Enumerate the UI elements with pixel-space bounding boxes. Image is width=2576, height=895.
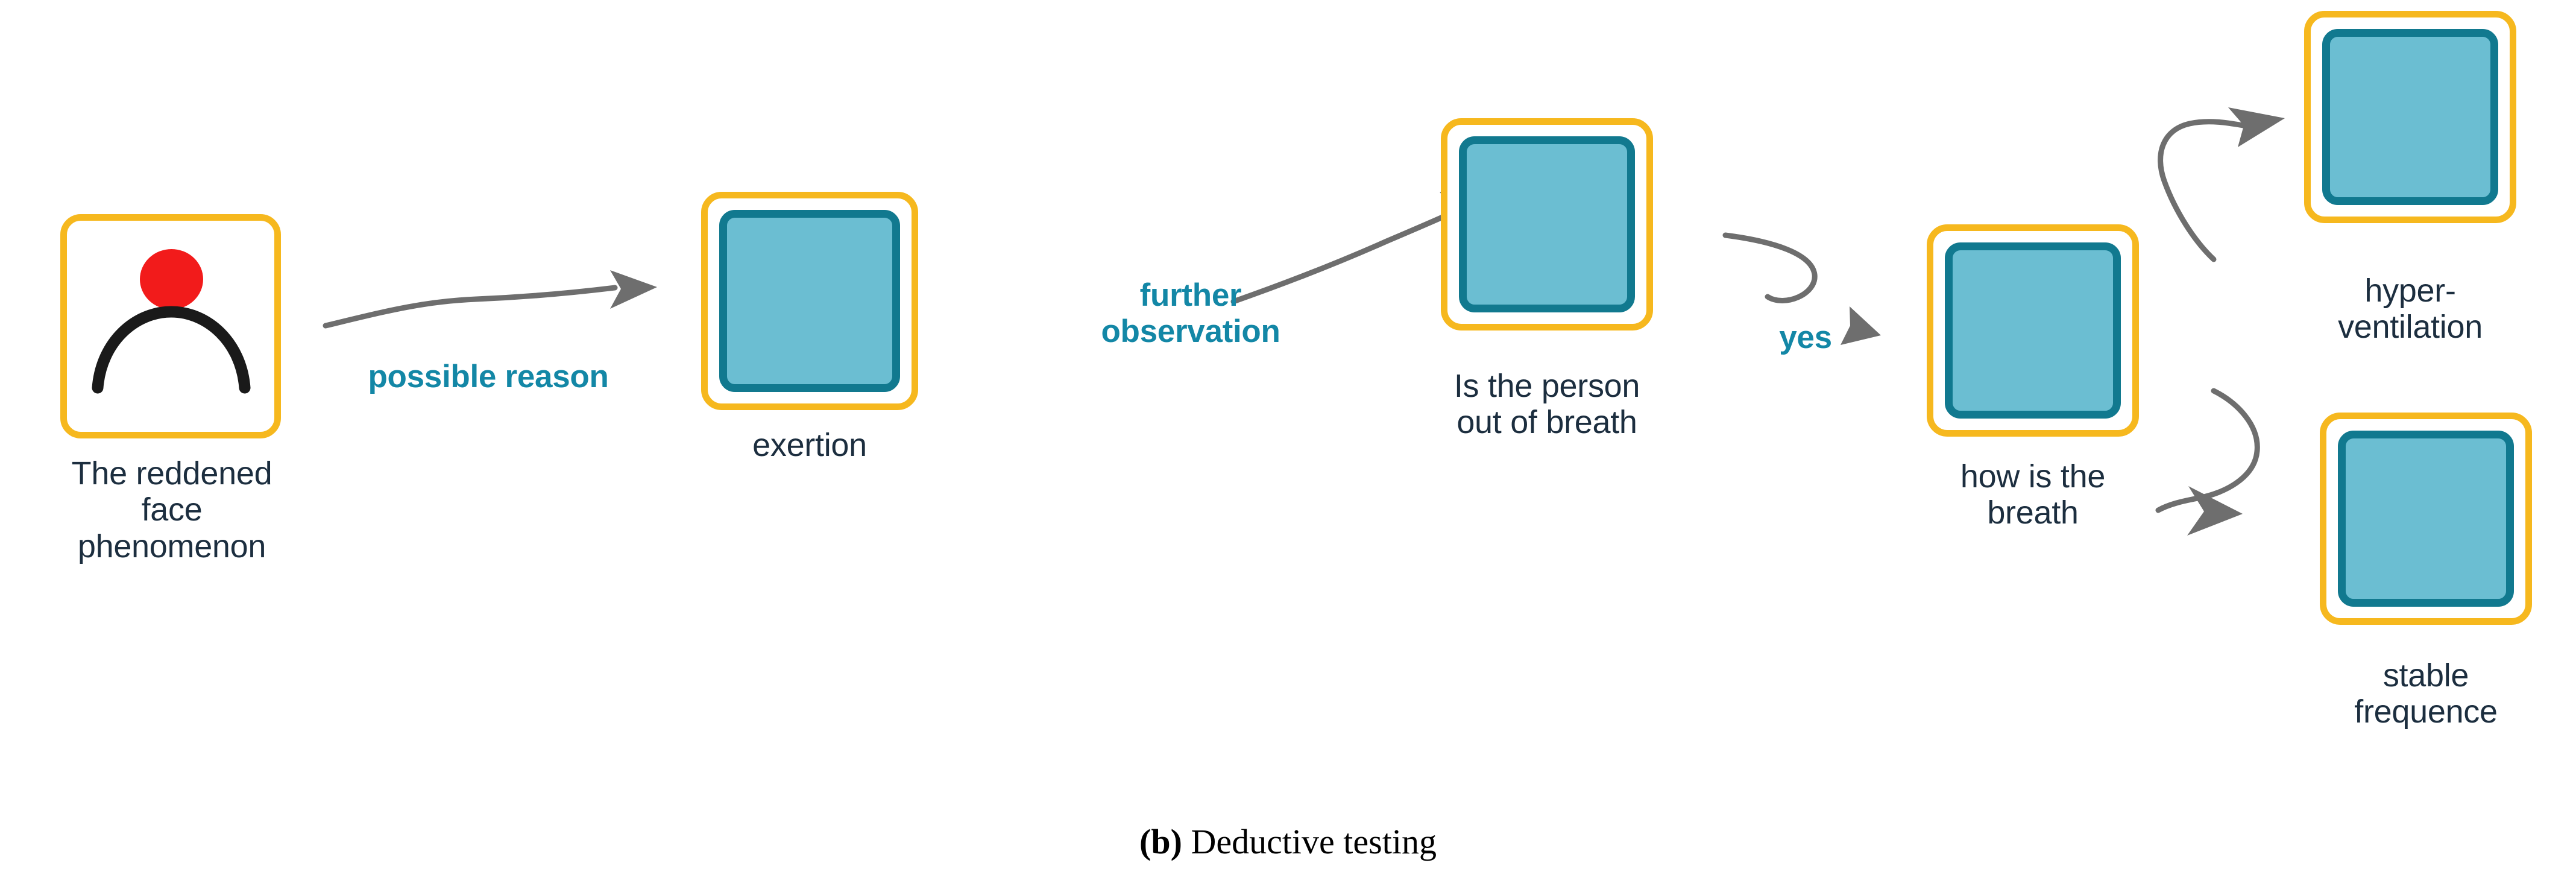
node-reddened-face-label: The reddened face phenomenon — [71, 455, 272, 565]
node-out-of-breath-label: Is the person out of breath — [1453, 368, 1640, 441]
node-fill — [719, 210, 900, 392]
node-how-is-the-breath-label: how is the breath — [1960, 458, 2106, 531]
person-red-face-icon — [60, 214, 281, 438]
node-stable-frequence-label: stable frequence — [2354, 657, 2498, 730]
node-exertion[interactable] — [701, 192, 918, 410]
figure-caption: (b) Deductive testing — [0, 821, 2576, 862]
node-outline — [60, 214, 281, 438]
edge-label-possible-reason: possible reason — [368, 359, 609, 394]
arrow-to-hyperventilation — [2158, 107, 2285, 262]
node-stable-frequence[interactable] — [2320, 413, 2532, 625]
edge-label-further-observation: further observation — [1101, 277, 1280, 350]
node-hyperventilation[interactable] — [2304, 11, 2516, 223]
node-fill — [2322, 29, 2498, 205]
node-fill — [1459, 136, 1635, 312]
node-how-is-the-breath[interactable] — [1927, 224, 2139, 437]
arrow-possible-reason — [323, 270, 657, 329]
node-fill — [2338, 431, 2514, 607]
node-reddened-face[interactable] — [60, 214, 281, 438]
edge-label-yes: yes — [1779, 320, 1832, 355]
figure-caption-text: Deductive testing — [1182, 822, 1437, 861]
node-hyperventilation-label: hyper- ventilation — [2338, 273, 2483, 346]
node-fill — [1945, 242, 2121, 419]
figure-caption-prefix: (b) — [1139, 822, 1182, 861]
node-out-of-breath[interactable] — [1441, 118, 1653, 330]
node-exertion-label: exertion — [752, 427, 867, 463]
